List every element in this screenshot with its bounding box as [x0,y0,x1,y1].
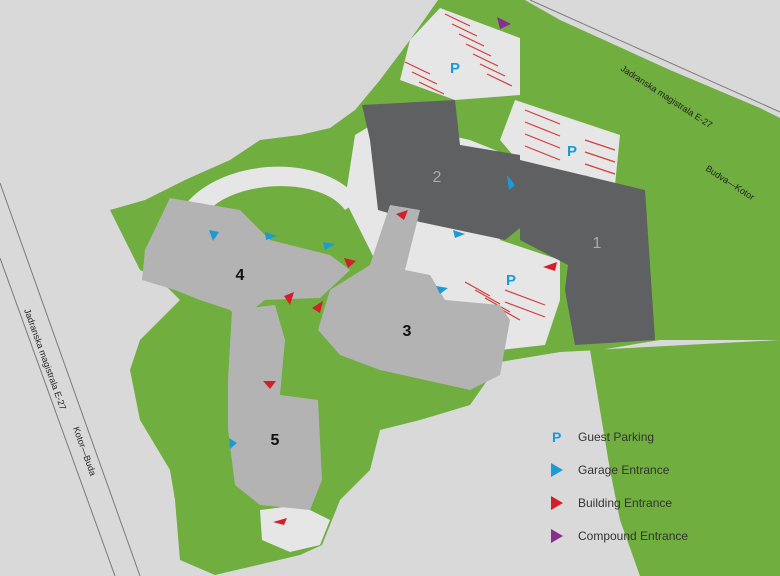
building-entrance-markers [263,210,557,525]
guest-parking-icon: P [552,428,562,445]
legend-label: Guest Parking [578,429,655,444]
building-5 [228,305,322,510]
compound-entrance-icon [548,527,578,545]
guest-parking-markers: P P P [450,60,577,289]
legend-guest-parking: P Guest Parking [548,420,768,453]
parking-p-central: P [506,272,516,289]
parking-p-east: P [567,143,577,160]
parking-p-north: P [450,60,460,77]
building-3-label: 3 [403,323,412,340]
legend-building-entrance: Building Entrance [548,486,768,519]
garage-entrance-icon [548,461,578,479]
legend-label: Compound Entrance [578,528,689,543]
legend-compound-entrance: Compound Entrance [548,519,768,552]
building-entrance-icon [548,494,578,512]
building-labels: 1 2 3 4 5 [236,169,602,449]
compound-entrance-marker [497,17,511,29]
legend-label: Building Entrance [578,495,673,510]
garage-entrance-markers [209,175,515,449]
building-4-label: 4 [236,267,245,284]
building-2 [362,100,520,240]
parking-stalls [404,13,616,321]
legend-garage-entrance: Garage Entrance [548,453,768,486]
building-1 [520,160,655,345]
building-2-label: 2 [433,169,442,186]
map-legend: P Guest Parking Garage Entrance Building… [548,420,768,552]
building-5-label: 5 [271,432,280,449]
building-complex-light [142,198,510,510]
legend-label: Garage Entrance [578,462,670,477]
building-3 [318,205,510,390]
building-4 [142,198,350,320]
building-complex-dark [362,100,655,345]
building-1-label: 1 [593,235,602,252]
